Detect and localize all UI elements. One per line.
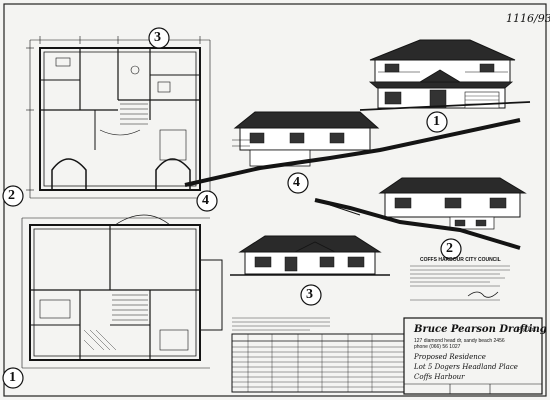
council-name: COFFS HARBOUR CITY COUNCIL (420, 257, 501, 263)
view-label-2-elev: 2 (446, 241, 453, 256)
company-address: 127 diamond head dr, sandy beach 2456 (414, 338, 505, 344)
view-label-4-elev: 4 (293, 175, 300, 190)
side-elevation-4 (184, 111, 521, 187)
company-name: Bruce Pearson Drafting (414, 324, 547, 335)
upper-floor-plan (26, 36, 211, 199)
council-stamp (410, 265, 510, 301)
project-location: Coffs Harbour (414, 373, 465, 381)
sheet-ref-number: 1116/93 (506, 12, 550, 25)
view-label-2-left: 2 (8, 188, 15, 203)
view-label-1-plan: 1 (9, 370, 16, 385)
title-block: Bruce Pearson Drafting Pty. Ltd. 127 dia… (406, 322, 547, 392)
view-label-1-elev: 1 (433, 114, 440, 129)
view-label-3-top: 3 (154, 30, 161, 45)
title-block-frame (403, 317, 543, 395)
company-suffix: Pty. Ltd. (518, 327, 536, 333)
rear-elevation-3 (230, 235, 390, 276)
view-label-circles (2, 27, 462, 389)
lower-floor-plan (21, 214, 223, 369)
view-label-3-elev: 3 (306, 287, 313, 302)
front-elevation (359, 39, 531, 111)
company-phone: phone (066) 56 1027 (414, 344, 461, 350)
lot-info: Lot 5 Dogers Headland Place (414, 363, 518, 371)
window-schedule (231, 317, 405, 393)
project-title: Proposed Residence (414, 353, 486, 361)
view-label-4-plan: 4 (202, 193, 209, 208)
side-elevation-2 (314, 177, 527, 250)
